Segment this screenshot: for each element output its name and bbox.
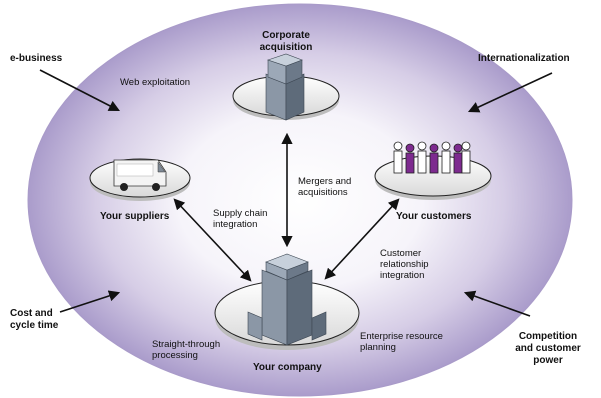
mergers-label-line2: acquisitions <box>298 187 348 198</box>
erp-label-line2: planning <box>360 342 396 353</box>
arrow-internationalization <box>467 72 553 113</box>
driver-cost: Cost and cycle time <box>10 308 58 332</box>
web-exploitation-label: Web exploitation <box>120 77 191 88</box>
link-supply-chain <box>173 198 252 282</box>
stp-label: Straight-through processing <box>152 339 220 361</box>
driver-ebusiness: e-business <box>10 53 63 64</box>
arrow-competition <box>463 290 531 317</box>
driver-competition: Competition and customer power <box>503 331 593 367</box>
company-label: Your company <box>253 362 322 373</box>
arrow-cost <box>59 290 121 313</box>
outer-ellipse <box>27 3 573 397</box>
crm-label-line2: relationship <box>380 259 429 270</box>
stp-label-line1: Straight-through <box>152 339 221 350</box>
customers-node <box>374 141 492 200</box>
mergers-label-line1: Mergers and <box>298 176 352 187</box>
customers-label: Your customers <box>396 211 472 222</box>
corporate-label-line2: acquisition <box>259 42 313 53</box>
suppliers-label: Your suppliers <box>100 211 170 222</box>
corporate-label-line1: Corporate <box>262 30 310 41</box>
office-building-icon <box>265 53 305 121</box>
driver-competition-line1: Competition <box>518 331 578 342</box>
supply-chain-label-line1: Supply chain <box>213 208 268 219</box>
driver-competition-line2: and customer <box>515 343 581 354</box>
stp-label-line2: processing <box>152 350 198 361</box>
erp-label-line1: Enterprise resource <box>360 331 443 342</box>
erp-label: Enterprise resource planning <box>360 331 443 353</box>
driver-competition-line3: power <box>533 355 563 366</box>
driver-cost-line1: Cost and <box>10 308 53 319</box>
supply-chain-label-line2: integration <box>213 219 258 230</box>
corporate-label: Corporate acquisition <box>245 30 327 54</box>
driver-internationalization: Internationalization <box>478 53 570 64</box>
delivery-van-icon <box>113 159 167 191</box>
company-node <box>214 253 360 350</box>
supply-chain-label: Supply chain integration <box>213 208 267 230</box>
crm-label-line1: Customer <box>380 248 422 259</box>
crm-label: Customer relationship integration <box>380 248 429 281</box>
mergers-label: Mergers and acquisitions <box>298 176 351 198</box>
driver-cost-line2: cycle time <box>10 320 59 331</box>
link-crm <box>324 198 400 280</box>
people-group-icon <box>393 141 471 174</box>
arrow-ebusiness <box>39 69 120 112</box>
corporate-node <box>232 53 340 121</box>
suppliers-node <box>89 158 191 201</box>
crm-label-line3: integration <box>380 270 425 281</box>
office-tower-icon <box>247 253 327 346</box>
